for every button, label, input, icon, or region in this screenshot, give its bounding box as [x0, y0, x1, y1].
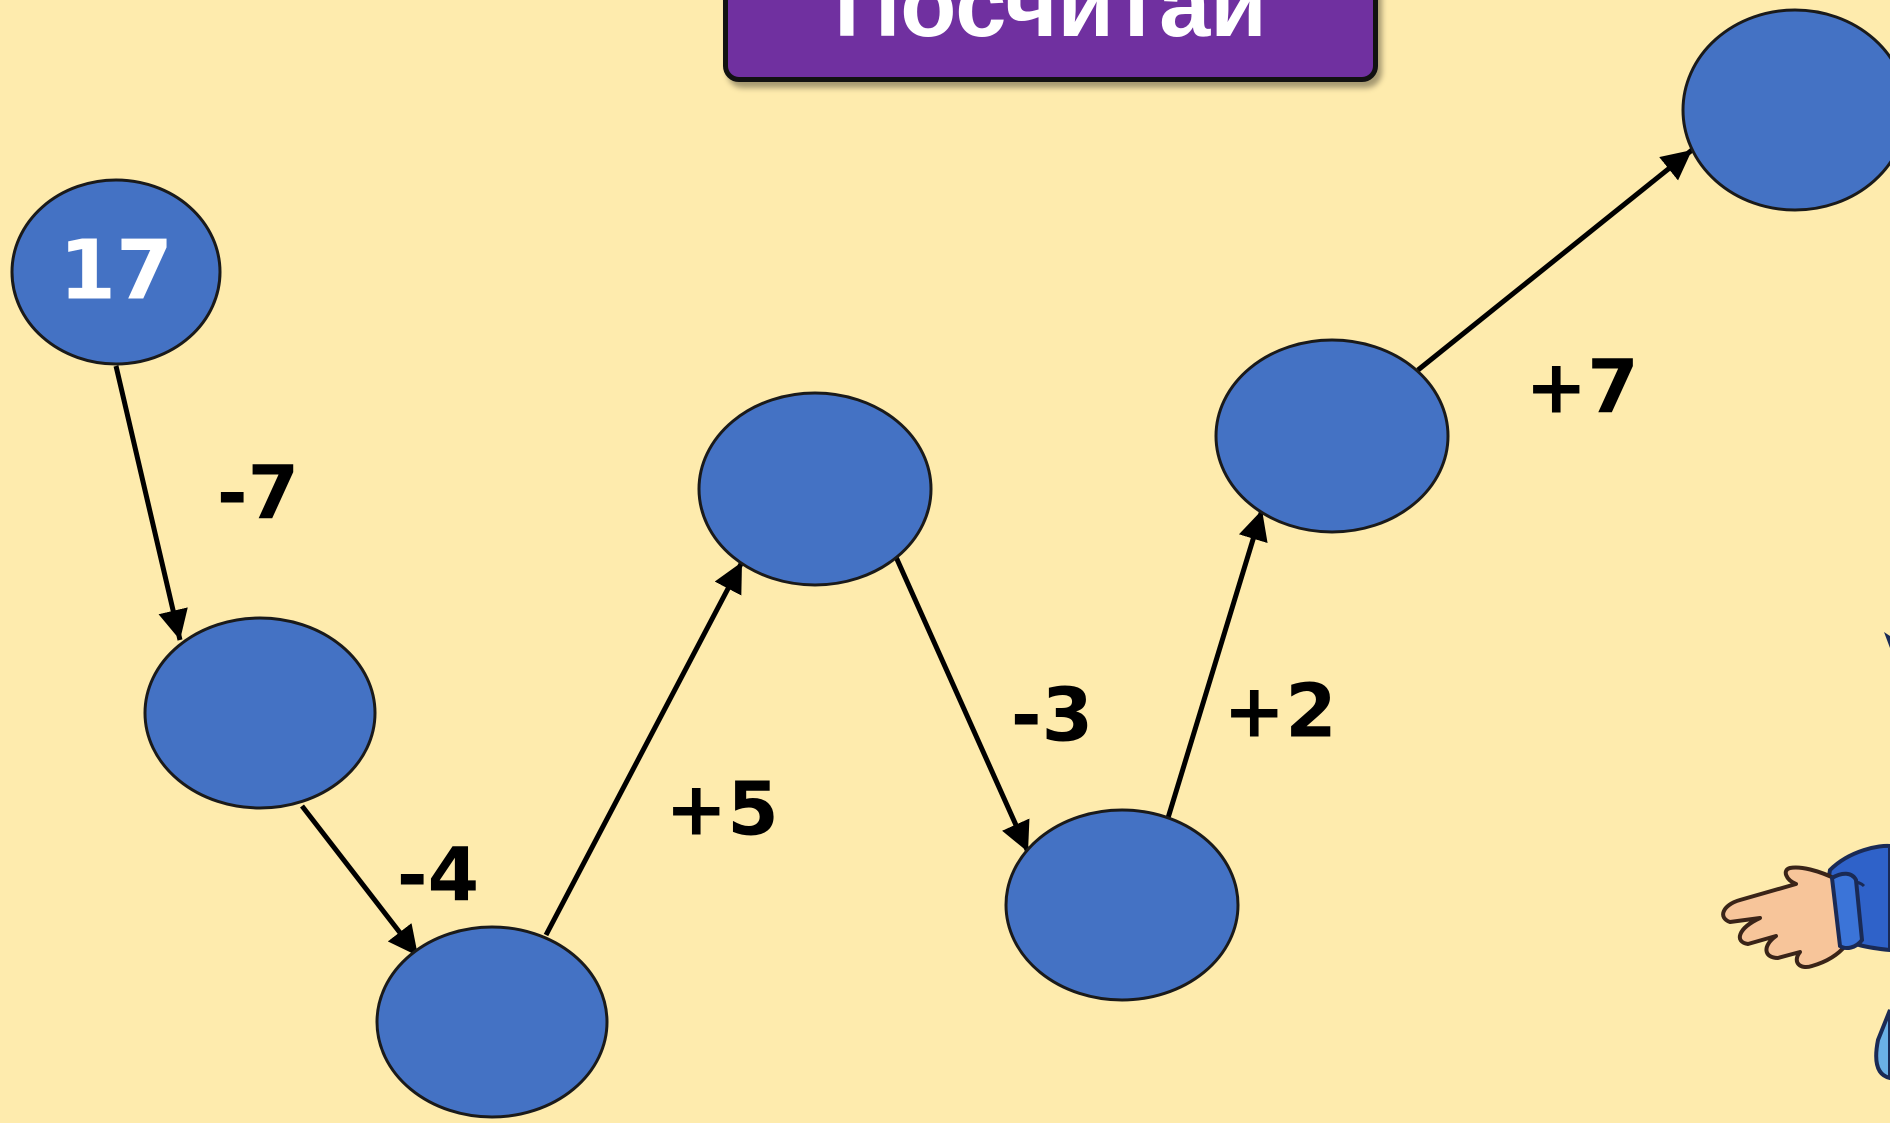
arrows-layer [113, 148, 1694, 958]
node-ellipse [1214, 338, 1450, 534]
node-value: 17 [59, 223, 173, 318]
number-node-n0: 17 [10, 178, 222, 366]
arrow-n3-to-n4 [893, 555, 1031, 854]
arrow-n5-to-n6 [1416, 148, 1694, 372]
operation-label: -4 [397, 833, 479, 919]
node-ellipse [10, 178, 222, 366]
operation-label: -7 [217, 451, 299, 537]
number-node-n1[interactable] [143, 616, 377, 810]
arrow-n0-to-n1 [113, 365, 188, 641]
number-node-n5[interactable] [1214, 338, 1450, 534]
operation-labels-layer: -7 -4 +5 -3 +2 +7 [217, 345, 1639, 919]
operation-label: +5 [665, 767, 779, 853]
arrow-n4-to-n5 [1165, 509, 1268, 819]
nodes-layer: 17 [10, 8, 1890, 1119]
number-node-n3[interactable] [697, 391, 933, 587]
node-ellipse [143, 616, 377, 810]
number-node-n6[interactable] [1681, 8, 1890, 212]
page-title: Посчитай [834, 0, 1267, 56]
arrow-n1-to-n2 [300, 804, 420, 958]
number-node-n2[interactable] [375, 925, 609, 1119]
number-node-n4[interactable] [1004, 808, 1240, 1002]
arrow-n2-to-n3 [543, 560, 745, 937]
node-ellipse [1681, 8, 1890, 212]
pointing-hand-character-icon [1721, 632, 1890, 1081]
operation-label: +7 [1525, 345, 1639, 431]
node-ellipse [697, 391, 933, 587]
operation-label: -3 [1011, 673, 1093, 759]
node-ellipse [375, 925, 609, 1119]
title-banner: Посчитай [723, 0, 1378, 82]
node-ellipse [1004, 808, 1240, 1002]
operation-label: +2 [1223, 669, 1337, 755]
